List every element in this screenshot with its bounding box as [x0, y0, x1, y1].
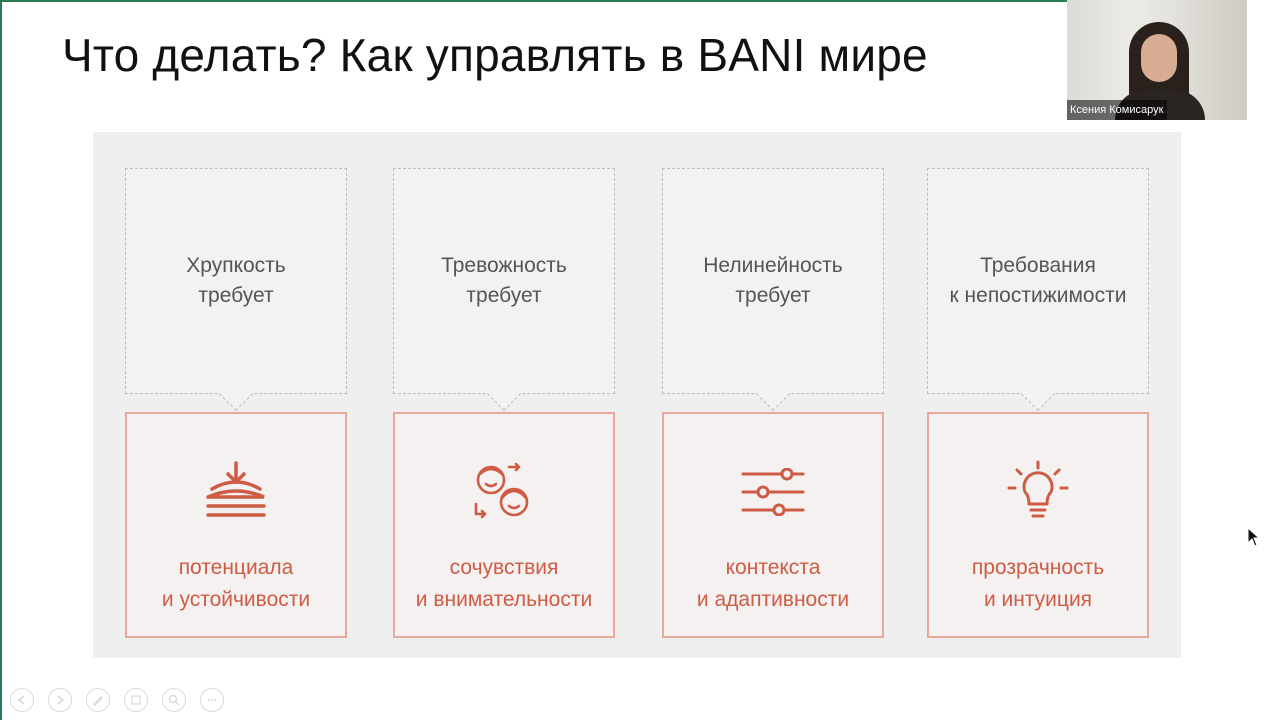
answer-text: контекста и адаптивности — [697, 552, 849, 616]
bani-column-nonlinearity: Нелинейность требует контекста и адаптив… — [662, 168, 884, 638]
lightbulb-icon — [1003, 460, 1073, 524]
requirement-box: Нелинейность требует — [662, 168, 884, 394]
answer-text: сочувствия и внимательности — [416, 552, 592, 616]
two-faces-icon — [469, 460, 539, 524]
participant-name: Ксения Комисарук — [1067, 100, 1167, 120]
sliders-icon — [738, 460, 808, 524]
prev-icon[interactable] — [10, 688, 34, 712]
box-pointer — [219, 377, 253, 411]
box-pointer — [756, 377, 790, 411]
webcam-video[interactable]: Ксения Комисарук — [1067, 0, 1247, 120]
presentation-toolbar — [10, 688, 224, 712]
answer-box: потенциала и устойчивости — [125, 412, 347, 638]
requirement-box: Хрупкость требует — [125, 168, 347, 394]
zoom-icon[interactable] — [162, 688, 186, 712]
answer-box: сочувствия и внимательности — [393, 412, 615, 638]
requirement-box: Тревожность требует — [393, 168, 615, 394]
answer-text: прозрачность и интуиция — [972, 552, 1104, 616]
next-icon[interactable] — [48, 688, 72, 712]
mouse-cursor-icon — [1247, 527, 1261, 547]
box-pointer — [1021, 377, 1055, 411]
pen-icon[interactable] — [86, 688, 110, 712]
requirement-text: Тревожность требует — [441, 251, 567, 311]
bani-column-fragility: Хрупкость требует потенциала и устойчиво… — [125, 168, 347, 638]
requirement-text: Нелинейность требует — [703, 251, 842, 311]
bani-column-anxiety: Тревожность требует сочувствия и внимате… — [393, 168, 615, 638]
requirement-box: Требования к непостижимости — [927, 168, 1149, 394]
more-icon[interactable] — [200, 688, 224, 712]
answer-text: потенциала и устойчивости — [162, 552, 310, 616]
box-pointer — [487, 377, 521, 411]
requirement-text: Требования к непостижимости — [950, 251, 1127, 311]
bani-column-incomprehensibility: Требования к непостижимости прозрачность… — [927, 168, 1149, 638]
slide-title: Что делать? Как управлять в BANI мире — [62, 28, 928, 82]
answer-box: контекста и адаптивности — [662, 412, 884, 638]
layers-pressure-icon — [201, 460, 271, 524]
window-frame-top — [0, 0, 1070, 2]
answer-box: прозрачность и интуиция — [927, 412, 1149, 638]
speaker-face — [1141, 34, 1177, 82]
requirement-text: Хрупкость требует — [186, 251, 285, 311]
slides-icon[interactable] — [124, 688, 148, 712]
window-frame-left — [0, 0, 2, 720]
